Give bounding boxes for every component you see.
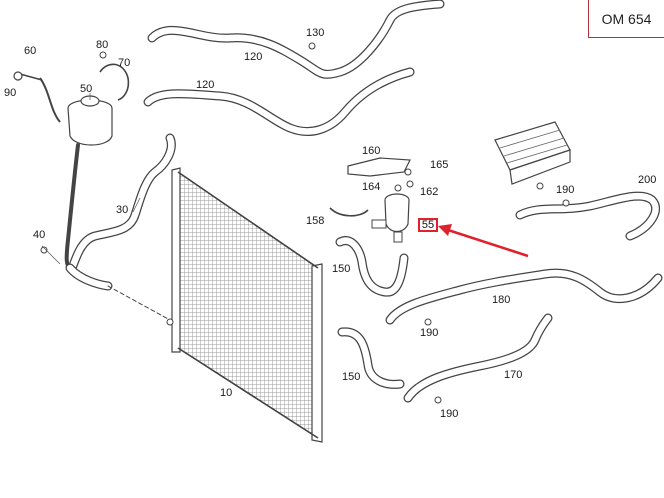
oil-cooler bbox=[494, 121, 571, 190]
highlighted-part-55[interactable]: 55 bbox=[418, 218, 438, 232]
callout-165[interactable]: 165 bbox=[430, 159, 449, 171]
callout-60[interactable]: 60 bbox=[24, 45, 37, 57]
callout-90[interactable]: 90 bbox=[4, 87, 17, 99]
callout-180[interactable]: 180 bbox=[492, 294, 511, 306]
electric-water-pump bbox=[371, 193, 410, 243]
callout-120-upper[interactable]: 120 bbox=[244, 51, 263, 63]
callout-170[interactable]: 170 bbox=[504, 369, 523, 381]
hose-clamp-70 bbox=[99, 51, 130, 101]
expansion-tank bbox=[13, 71, 113, 146]
callout-190-oil-cooler[interactable]: 190 bbox=[556, 184, 575, 196]
callout-158[interactable]: 158 bbox=[306, 215, 325, 227]
leader-lines bbox=[41, 93, 141, 265]
callout-150-upper[interactable]: 150 bbox=[332, 263, 351, 275]
callout-150-lower[interactable]: 150 bbox=[342, 371, 361, 383]
callout-120-lower[interactable]: 120 bbox=[196, 79, 215, 91]
callout-162[interactable]: 162 bbox=[420, 186, 439, 198]
callout-30[interactable]: 30 bbox=[116, 204, 129, 216]
pump-bracket bbox=[329, 157, 414, 217]
callout-70[interactable]: 70 bbox=[118, 57, 131, 69]
callout-80[interactable]: 80 bbox=[96, 39, 109, 51]
callout-40[interactable]: 40 bbox=[33, 229, 46, 241]
callout-190-lower[interactable]: 190 bbox=[440, 408, 459, 420]
callout-160[interactable]: 160 bbox=[362, 145, 381, 157]
highlight-arrow bbox=[438, 224, 529, 258]
callout-200[interactable]: 200 bbox=[638, 174, 657, 186]
hoses bbox=[64, 0, 663, 403]
callout-50[interactable]: 50 bbox=[80, 83, 93, 95]
radiator bbox=[171, 167, 323, 443]
engine-code-label: OM 654 bbox=[588, 0, 664, 38]
bolts bbox=[40, 42, 570, 404]
callout-130[interactable]: 130 bbox=[306, 27, 325, 39]
callout-190-middle[interactable]: 190 bbox=[420, 327, 439, 339]
callout-10[interactable]: 10 bbox=[220, 387, 233, 399]
callout-164[interactable]: 164 bbox=[362, 181, 381, 193]
